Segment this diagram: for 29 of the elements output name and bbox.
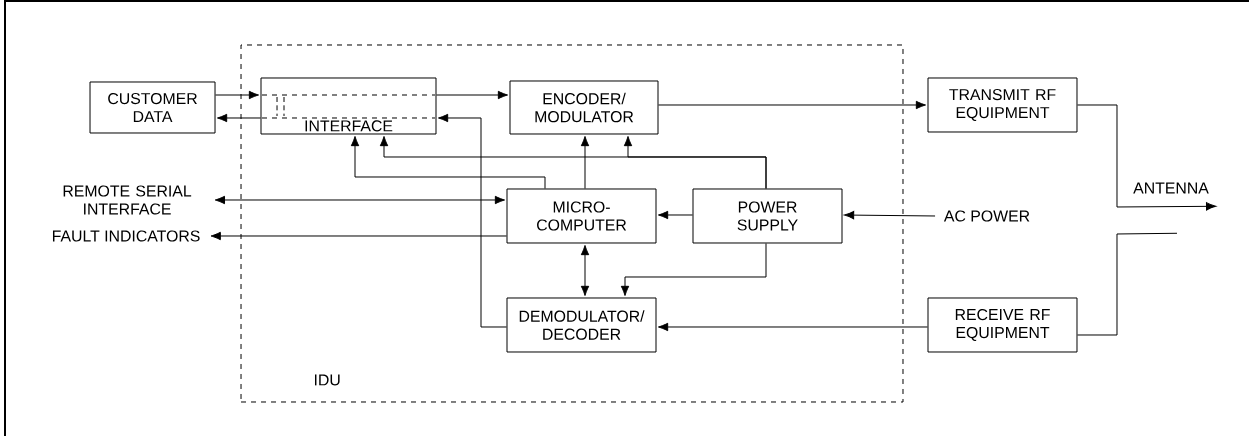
process-box: TRANSMIT RF EQUIPMENT <box>927 77 1078 133</box>
arrow <box>217 113 261 123</box>
process-box: POWER SUPPLY <box>692 188 843 244</box>
arrow <box>623 135 767 189</box>
arrow <box>580 135 590 189</box>
process-box: MICRO- COMPUTER <box>506 188 657 244</box>
signal-label: REMOTE SERIAL INTERFACE <box>63 185 192 215</box>
process-box: ENCODER/ MODULATOR <box>509 80 659 135</box>
arrow <box>350 135 546 189</box>
arrow <box>1077 104 1217 211</box>
process-box: INTERFACE <box>260 77 437 135</box>
arrow <box>658 322 928 332</box>
process-box: DEMODULATOR/ DECODER <box>506 297 657 353</box>
arrow <box>844 210 936 220</box>
arrow <box>436 90 509 100</box>
signal-label: AC POWER <box>943 210 1030 222</box>
arrow <box>438 113 507 328</box>
arrow <box>620 243 767 296</box>
process-box: RECEIVE RF EQUIPMENT <box>927 297 1078 353</box>
arrow <box>580 244 590 296</box>
arrow <box>210 231 507 241</box>
box-label: IDU <box>315 374 340 386</box>
signal-label: ANTENNA <box>1133 182 1209 194</box>
process-box: CUSTOMER DATA <box>89 81 216 134</box>
arrow <box>658 210 693 220</box>
arrow <box>214 195 506 205</box>
arrow <box>215 90 260 100</box>
signal-label: FAULT INDICATORS <box>53 230 200 242</box>
arrow <box>658 100 927 110</box>
